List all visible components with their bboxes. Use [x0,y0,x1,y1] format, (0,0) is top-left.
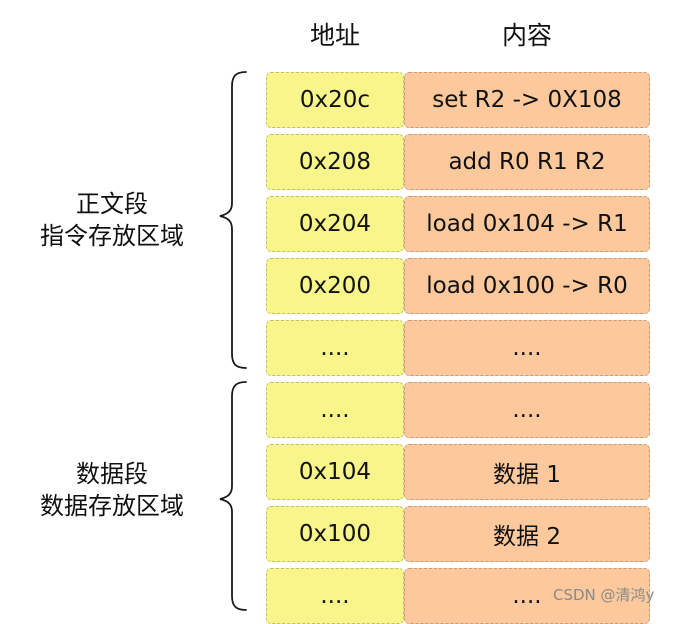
address-cell-0x104: 0x104 [266,444,404,500]
content-column-header: 内容 [501,21,552,50]
content-cell-load-r0: load 0x100 -> R0 [404,258,650,314]
content-cell-data-1: 数据 1 [404,444,650,500]
content-cell-ellipsis-data-bottom: .... [404,568,650,624]
address-cell-ellipsis-data-bottom: .... [266,568,404,624]
content-cell-ellipsis-text: .... [404,320,650,376]
content-cell-data-2: 数据 2 [404,506,650,562]
text-segment-title: 正文段 [76,190,148,218]
address-cell-ellipsis-data-top: .... [266,382,404,438]
content-cell-add: add R0 R1 R2 [404,134,650,190]
text-segment-label: 正文段 指令存放区域 [0,188,224,252]
data-segment-label: 数据段 数据存放区域 [0,458,224,522]
data-segment-subtitle: 数据存放区域 [40,492,184,520]
watermark: CSDN @清鸿y [553,586,655,604]
address-column-header: 地址 [309,21,360,50]
address-cell-0x208: 0x208 [266,134,404,190]
address-cell-0x204: 0x204 [266,196,404,252]
content-cell-load-r1: load 0x104 -> R1 [404,196,650,252]
address-cell-ellipsis-text: .... [266,320,404,376]
text-segment-brace [219,71,247,369]
address-cell-0x100: 0x100 [266,506,404,562]
address-cell-0x20c: 0x20c [266,72,404,128]
content-cell-set-r2: set R2 -> 0X108 [404,72,650,128]
data-segment-title: 数据段 [76,460,148,488]
content-cell-ellipsis-data-top: .... [404,382,650,438]
text-segment-subtitle: 指令存放区域 [40,222,184,250]
data-segment-brace [219,381,247,611]
address-cell-0x200: 0x200 [266,258,404,314]
